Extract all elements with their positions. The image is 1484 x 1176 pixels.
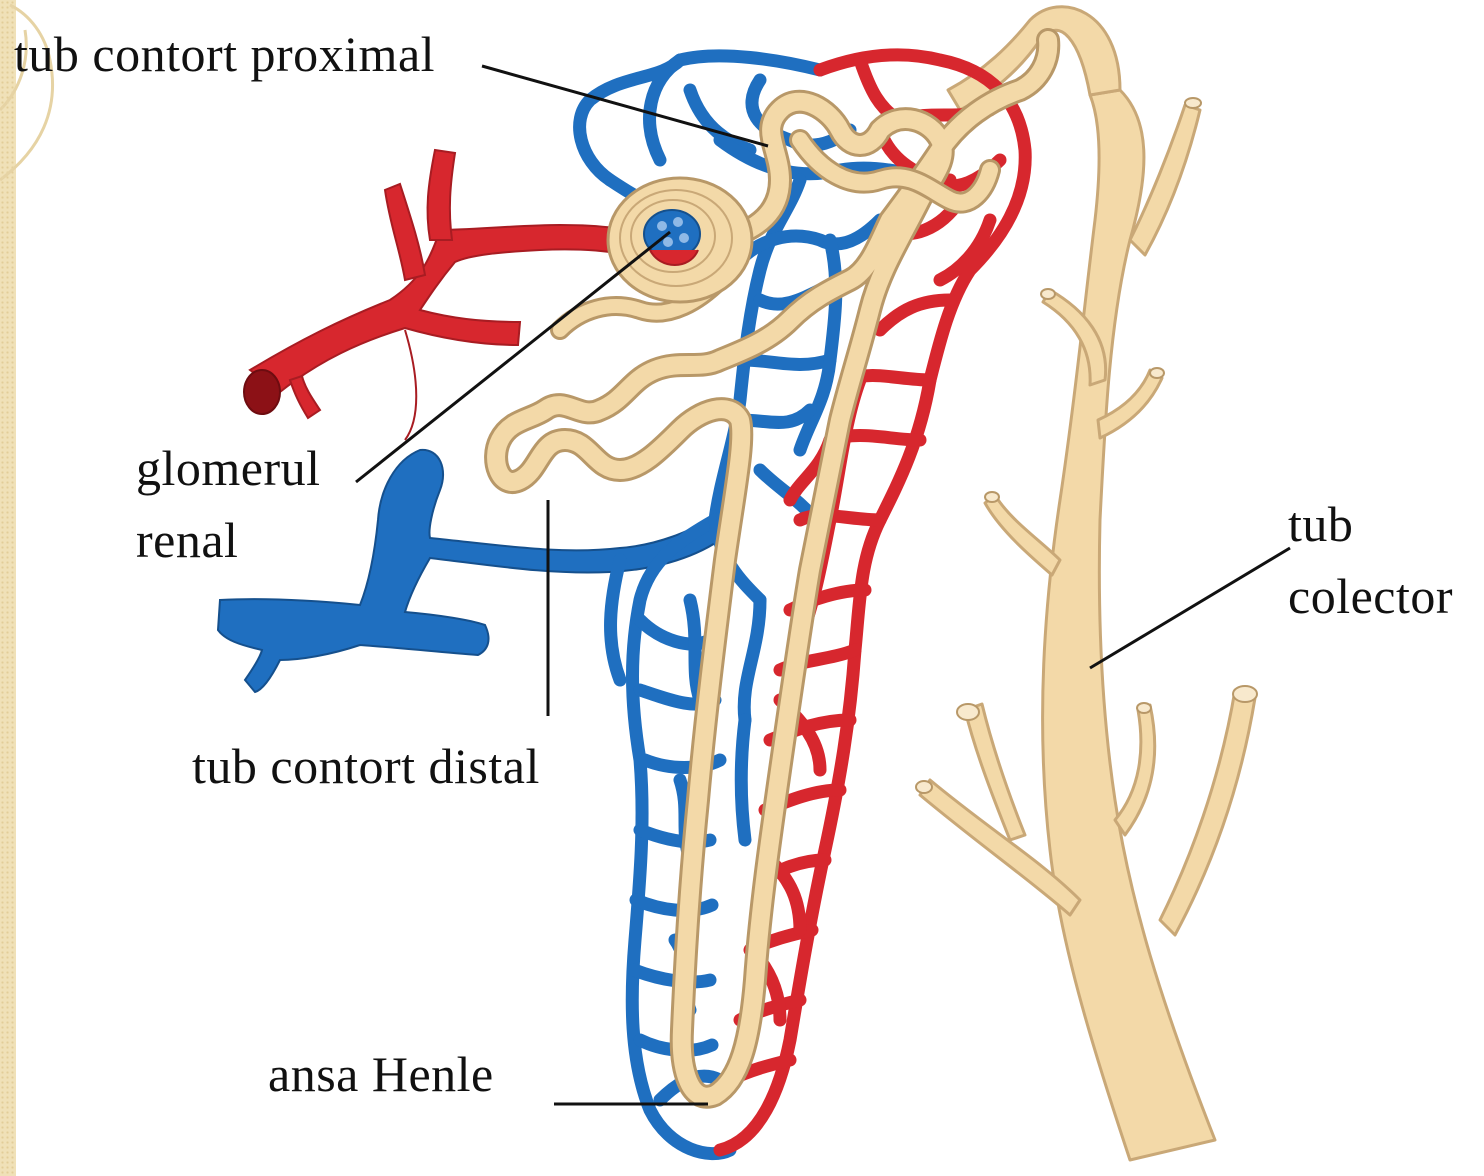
renal-artery	[250, 150, 660, 440]
label-distal-convoluted-tubule: tub contort distal	[192, 730, 540, 802]
label-colector-line1: tub	[1288, 488, 1453, 560]
label-renal-glomerulus: glomerul renal	[136, 432, 321, 576]
label-colector-line2: colector	[1288, 560, 1453, 632]
label-glomerul-line2: renal	[136, 504, 321, 576]
leader-colector	[1090, 548, 1290, 668]
label-loop-of-henle: ansa Henle	[268, 1038, 494, 1110]
label-proximal-convoluted-tubule: tub contort proximal	[14, 18, 435, 90]
artery-opening	[244, 370, 280, 414]
label-proximal-text: tub contort proximal	[14, 18, 435, 90]
label-distal-text: tub contort distal	[192, 730, 540, 802]
label-glomerul-line1: glomerul	[136, 432, 321, 504]
label-collecting-duct: tub colector	[1288, 488, 1453, 632]
label-henle-text: ansa Henle	[268, 1038, 494, 1110]
